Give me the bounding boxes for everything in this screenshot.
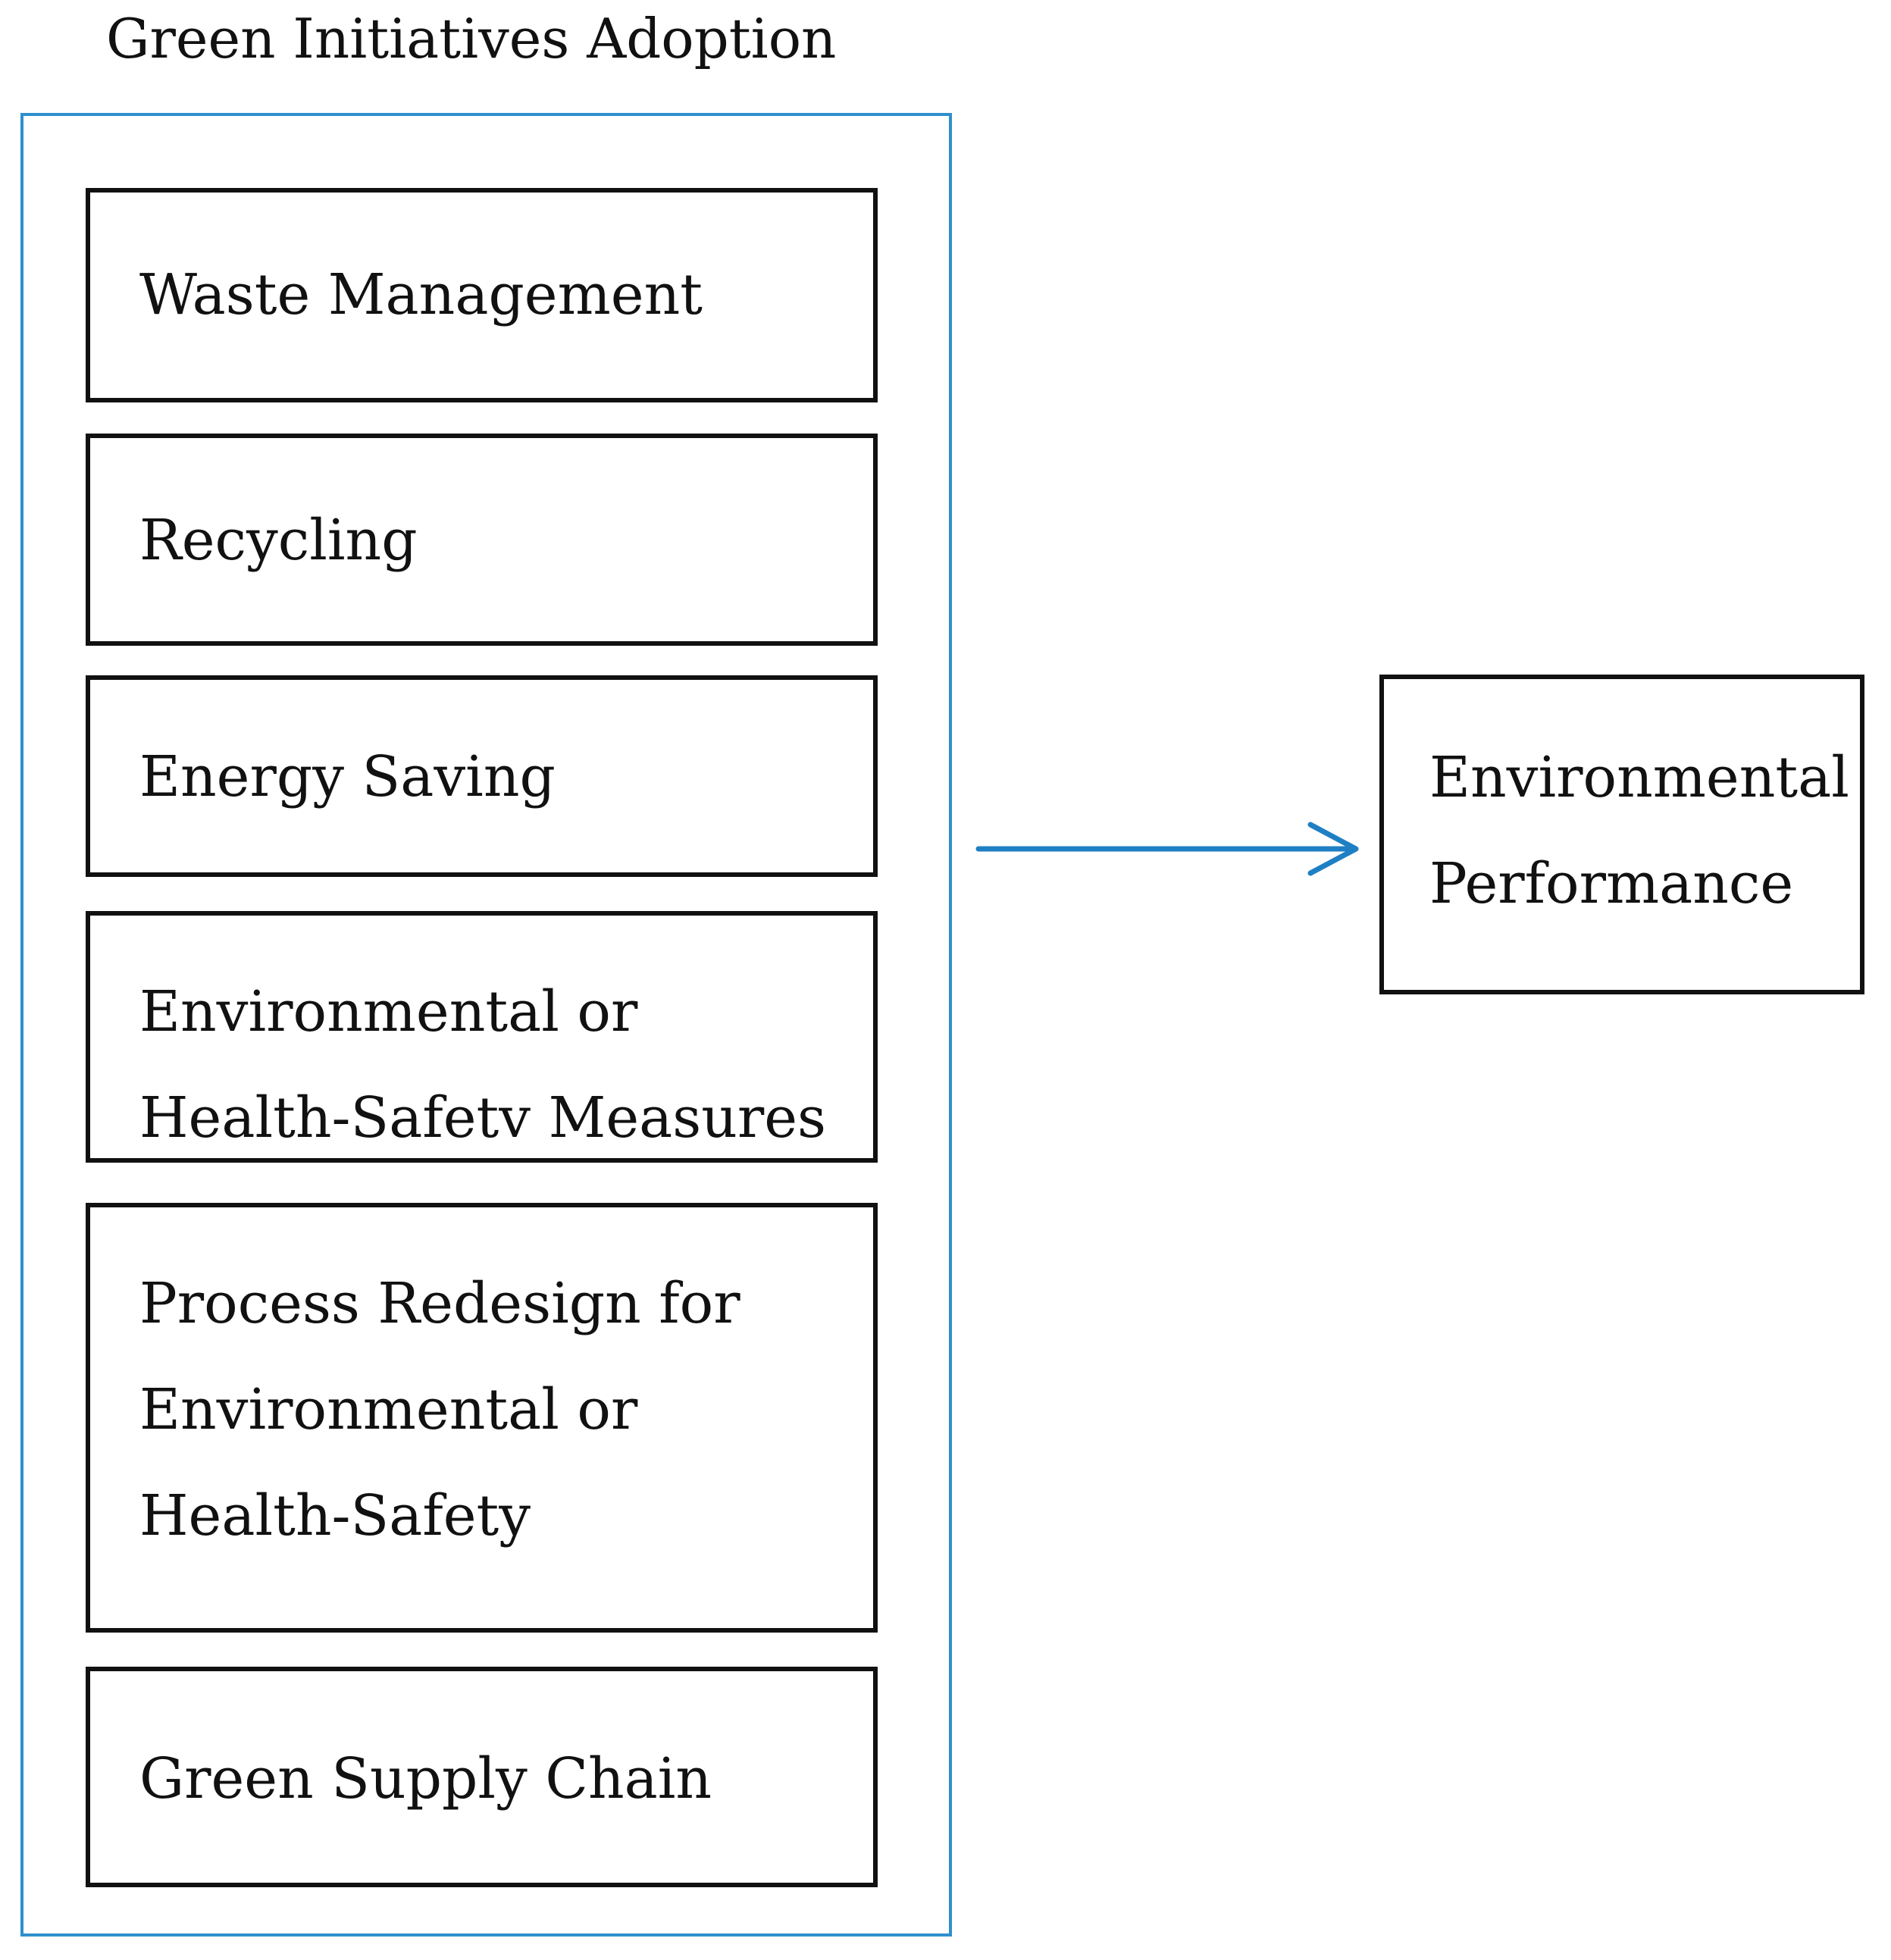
initiatives-group-frame bbox=[20, 113, 952, 1937]
initiative-label-line-3: Health-Safety bbox=[139, 1483, 531, 1548]
initiative-label: Energy Saving bbox=[139, 744, 556, 809]
initiative-label: Recycling bbox=[139, 508, 418, 573]
initiative-box-energy-saving: Energy Saving bbox=[86, 675, 878, 877]
outcome-label-line-1: Environmental bbox=[1429, 745, 1849, 810]
initiative-box-process-redesign: Process Redesign for Environmental or He… bbox=[86, 1203, 878, 1633]
initiative-box-waste-management: Waste Management bbox=[86, 188, 878, 402]
outcome-box-environmental-performance: Environmental Performance bbox=[1379, 675, 1864, 994]
arrow-right-icon bbox=[975, 822, 1359, 876]
initiative-label: Waste Management bbox=[139, 262, 703, 327]
group-title: Green Initiatives Adoption bbox=[106, 7, 837, 70]
initiative-box-green-supply-chain: Green Supply Chain bbox=[86, 1667, 878, 1887]
initiative-box-recycling: Recycling bbox=[86, 434, 878, 646]
outcome-label-line-2: Performance bbox=[1429, 851, 1794, 916]
initiative-label-line-2: Health-Safetv Measures bbox=[139, 1085, 827, 1151]
initiative-box-environmental-health-safety-measures: Environmental or Health-Safetv Measures bbox=[86, 911, 878, 1163]
initiative-label: Green Supply Chain bbox=[139, 1746, 712, 1811]
initiative-label-line-1: Environmental or bbox=[139, 979, 638, 1044]
initiative-label-line-1: Process Redesign for bbox=[139, 1271, 740, 1336]
initiative-label-line-2: Environmental or bbox=[139, 1377, 638, 1442]
